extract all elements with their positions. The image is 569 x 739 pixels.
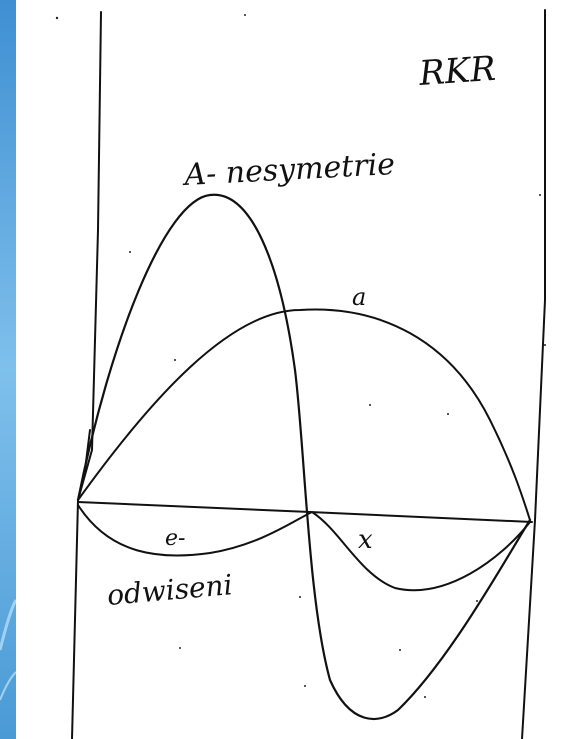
curve-asymmetry [76, 193, 532, 721]
curve-label-a: a [352, 283, 366, 311]
curve-lower-wave [77, 504, 531, 592]
bottom-label: odwiseni [106, 568, 234, 612]
curve-label-e: e- [165, 526, 185, 551]
left-boundary-line [71, 11, 102, 739]
curve-a [77, 308, 531, 521]
right-boundary-line [521, 9, 546, 739]
title-label: A- nesymetrie [181, 147, 396, 193]
horizontal-axis [77, 501, 533, 523]
curve-label-x: x [358, 525, 373, 555]
corner-label: RKR [417, 49, 497, 94]
start-mark [84, 429, 91, 471]
scanned-paper [16, 0, 569, 739]
